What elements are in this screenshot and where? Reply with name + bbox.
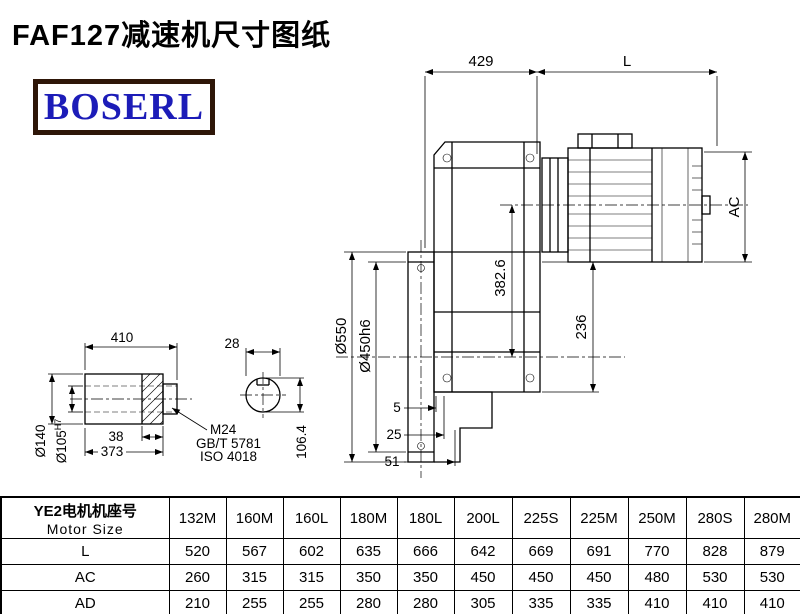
table-cell: 602 — [282, 538, 341, 565]
table-cell: 480 — [627, 564, 687, 591]
col-header: 160M — [225, 496, 284, 539]
dim-51: 51 — [384, 454, 399, 469]
table-cell: 280 — [339, 590, 398, 614]
dim-550: Ø550 — [333, 318, 350, 355]
table-cell: 260 — [168, 564, 227, 591]
col-header: 225S — [511, 496, 571, 539]
table-row-AC: AC 260 315 315 350 350 450 450 450 480 5… — [0, 564, 800, 591]
dim-140: Ø140 — [33, 424, 48, 457]
col-header: 280S — [685, 496, 745, 539]
shaft-view — [84, 373, 178, 425]
table-cell: 315 — [225, 564, 284, 591]
table-cell: 335 — [511, 590, 571, 614]
table-cell: 315 — [282, 564, 341, 591]
table-cell: 210 — [168, 590, 227, 614]
note-gbt-5781: GB/T 5781 — [196, 436, 261, 451]
dimension-lines — [48, 69, 752, 466]
table-cell: 410 — [685, 590, 745, 614]
col-header: 250M — [627, 496, 687, 539]
table-cell: 255 — [225, 590, 284, 614]
dim-38: 38 — [108, 429, 123, 444]
table-cell: 669 — [511, 538, 571, 565]
col-header: 200L — [453, 496, 513, 539]
table-cell: 450 — [511, 564, 571, 591]
note-iso-4018: ISO 4018 — [200, 449, 257, 464]
table-cell: 280 — [396, 590, 455, 614]
dim-5: 5 — [393, 400, 401, 415]
dim-106-4: 106.4 — [294, 425, 309, 459]
table-cell: 450 — [569, 564, 629, 591]
boserl-logo-text: BOSERL — [43, 86, 205, 128]
shaft-end-view — [245, 377, 281, 413]
motor — [541, 133, 711, 263]
table-cell: 567 — [225, 538, 284, 565]
dim-28: 28 — [224, 336, 239, 351]
table-cell: 828 — [685, 538, 745, 565]
table-cell: 305 — [453, 590, 513, 614]
table-cell: 350 — [339, 564, 398, 591]
table-cell: 642 — [453, 538, 513, 565]
table-cell: 770 — [627, 538, 687, 565]
dim-450h6: Ø450h6 — [357, 319, 374, 372]
header-cn: YE2电机机座号 — [33, 502, 137, 520]
dim-105h7: Ø105H7 — [53, 419, 69, 464]
dim-L: L — [623, 53, 631, 70]
motor-fins — [568, 148, 702, 262]
table-cell: 530 — [743, 564, 800, 591]
page-title: FAF127减速机尺寸图纸 — [12, 20, 332, 52]
table-cell: 410 — [743, 590, 800, 614]
gearbox-housing — [433, 141, 541, 463]
shaft-hatching — [141, 373, 164, 425]
note-m24: M24 — [210, 422, 237, 437]
row-label-AC: AC — [0, 564, 170, 591]
table-cell: 879 — [743, 538, 800, 565]
col-header: 160L — [282, 496, 341, 539]
col-header: 225M — [569, 496, 629, 539]
table-cell: 666 — [396, 538, 455, 565]
table-row-AD: AD 210 255 255 280 280 305 335 335 410 4… — [0, 590, 800, 614]
dimension-labels: 429 L AC Ø550 Ø450h6 382.6 236 5 25 51 4… — [33, 53, 743, 469]
table-cell: 335 — [569, 590, 629, 614]
row-label-L: L — [0, 538, 170, 565]
header-en: Motor Size — [46, 520, 124, 537]
technical-drawing: 429 L AC Ø550 Ø450h6 382.6 236 5 25 51 4… — [33, 53, 752, 478]
housing-bolts — [442, 153, 535, 383]
centerlines — [70, 204, 748, 478]
table-header-row: YE2电机机座号 Motor Size 132M 160M 160L 180M … — [0, 496, 800, 539]
table-cell: 410 — [627, 590, 687, 614]
dim-410: 410 — [111, 330, 134, 345]
dim-AC: AC — [726, 196, 743, 217]
table-row-L: L 520 567 602 635 666 642 669 691 770 82… — [0, 538, 800, 565]
flange-holes — [417, 264, 425, 450]
table-cell: 520 — [168, 538, 227, 565]
col-header: 280M — [743, 496, 800, 539]
table-cell: 450 — [453, 564, 513, 591]
table-cell: 350 — [396, 564, 455, 591]
dim-25: 25 — [386, 427, 401, 442]
boserl-logo: BOSERL — [33, 79, 215, 135]
table-cell: 530 — [685, 564, 745, 591]
table-header-motor-size: YE2电机机座号 Motor Size — [0, 496, 170, 539]
dim-429: 429 — [468, 53, 493, 70]
col-header: 132M — [168, 496, 227, 539]
table-cell: 635 — [339, 538, 398, 565]
table-cell: 691 — [569, 538, 629, 565]
row-label-AD: AD — [0, 590, 170, 614]
motor-size-table: YE2电机机座号 Motor Size 132M 160M 160L 180M … — [0, 496, 800, 614]
dim-236: 236 — [573, 314, 590, 339]
dim-382-6: 382.6 — [492, 259, 509, 297]
table-cell: 255 — [282, 590, 341, 614]
col-header: 180M — [339, 496, 398, 539]
dim-373: 373 — [101, 444, 124, 459]
col-header: 180L — [396, 496, 455, 539]
